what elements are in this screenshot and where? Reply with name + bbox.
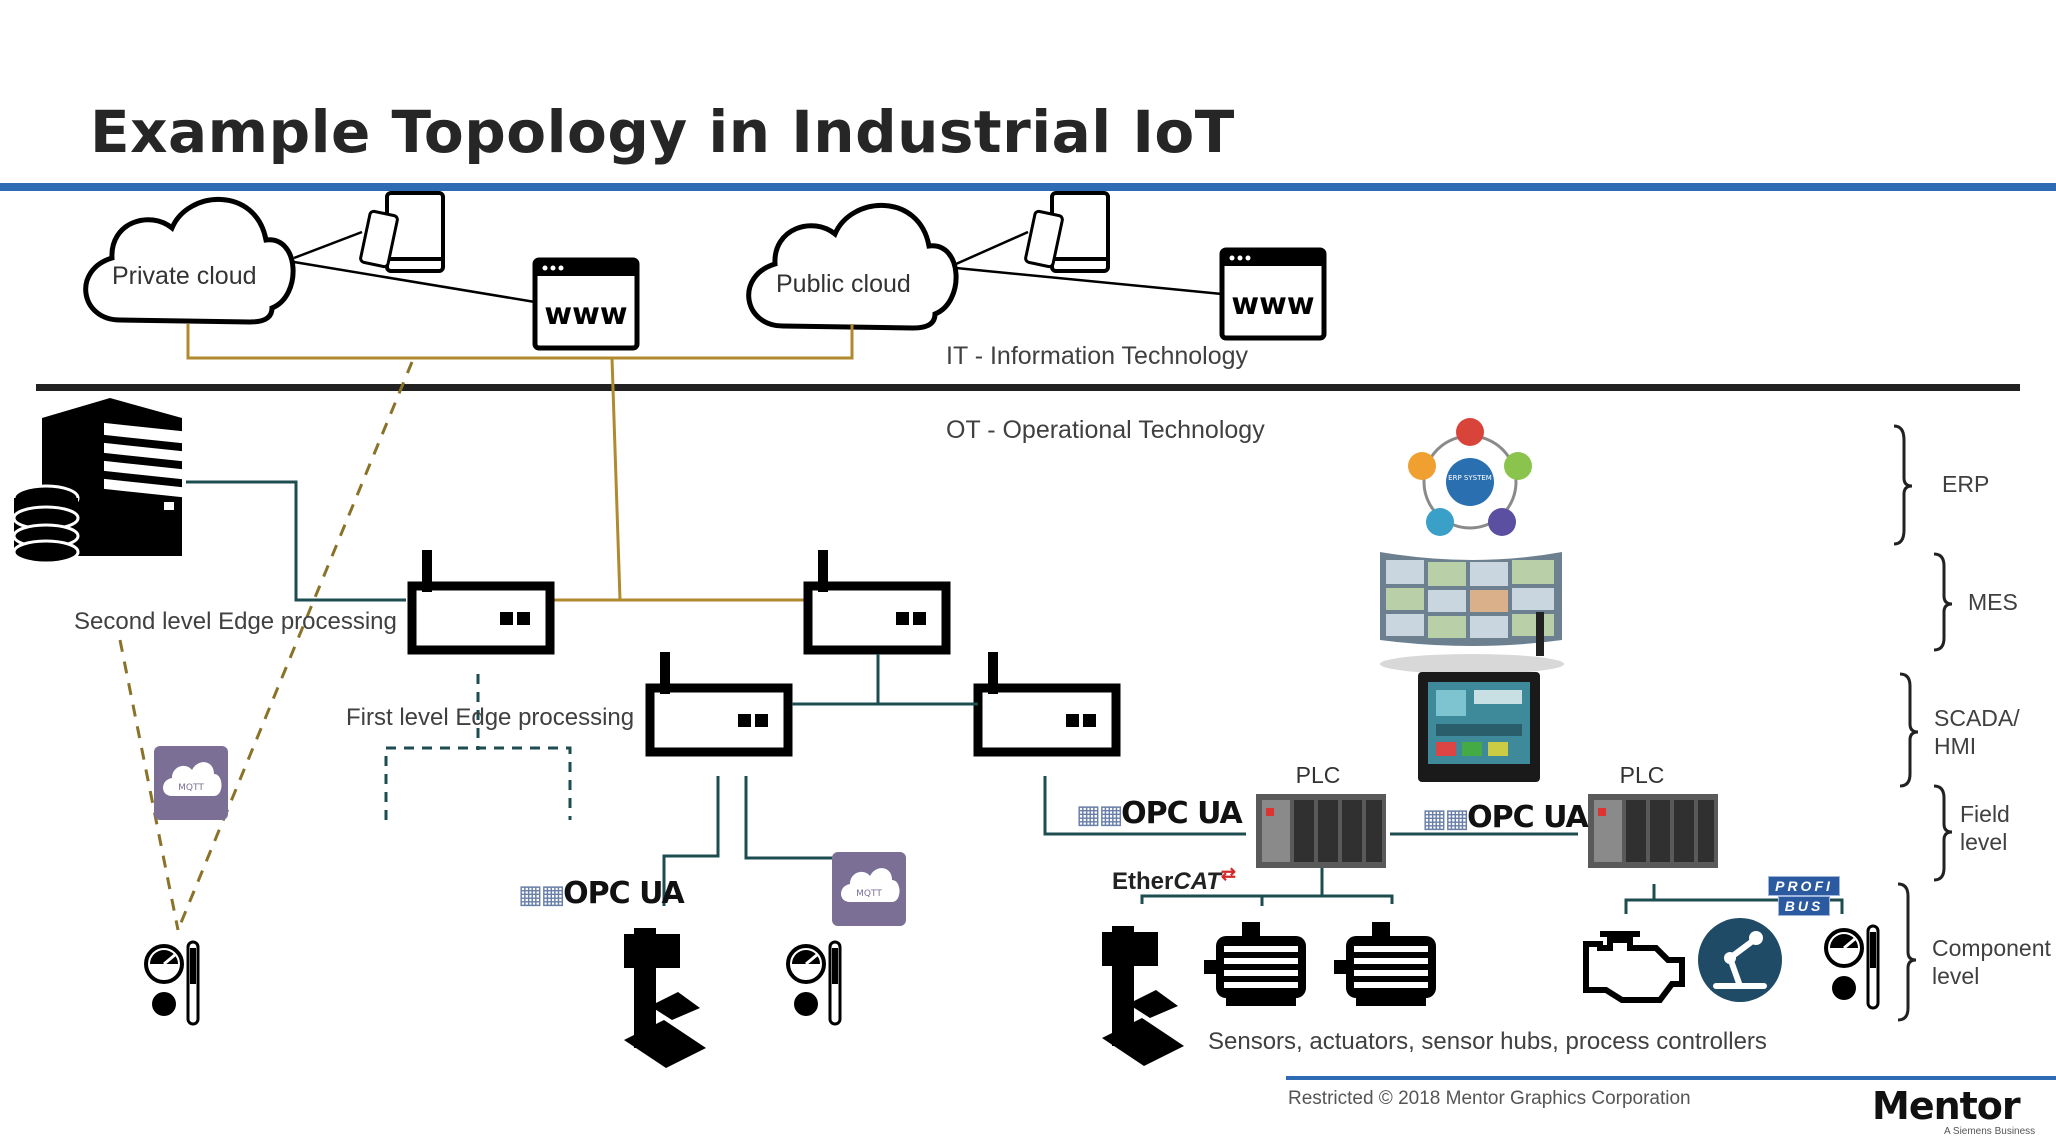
motor-icon	[1204, 922, 1306, 1006]
opcua-link	[662, 776, 720, 906]
level-label-erp: ERP	[1942, 471, 1990, 497]
level-label-component-line1: Component	[1932, 935, 2051, 961]
erp-wheel-center: ERP SYSTEM	[1448, 474, 1492, 482]
cloud-mobile-link	[293, 230, 363, 260]
mobile-devices-icon	[1022, 191, 1110, 273]
opcua-text: OPC UA	[563, 876, 685, 911]
opcua-text: OPC UA	[1121, 796, 1243, 831]
level-label-mes: MES	[1968, 589, 2018, 615]
level-label-field: Field level	[1960, 800, 2010, 856]
footer-copyright: Restricted © 2018 Mentor Graphics Corpor…	[1288, 1088, 1691, 1109]
www-text: www	[544, 297, 627, 332]
it-ot-divider	[36, 384, 2020, 391]
mobile-devices-icon	[357, 191, 445, 273]
profibus-bus	[1624, 898, 1844, 914]
mqtt-cloud-icon: MQTT	[832, 852, 906, 926]
mqtt-label: MQTT	[856, 889, 882, 899]
opcua-logo: ▦▦OPC UA	[1422, 800, 1589, 835]
level-label-scada-line2: HMI	[1934, 733, 1977, 759]
level-label-component-line2: level	[1932, 963, 1980, 989]
first-level-edge-label: First level Edge processing	[346, 704, 635, 731]
footer-rule	[1286, 1076, 2056, 1080]
ethercat-prefix: Ether	[1112, 868, 1174, 895]
server-edge-link	[186, 480, 406, 602]
edge-gateway-icon	[808, 550, 946, 650]
level-bracket-mes	[1933, 552, 1953, 652]
www-text: www	[1231, 287, 1314, 322]
motor-icon	[1334, 922, 1436, 1006]
opcua-text: OPC UA	[1467, 800, 1589, 835]
cloud-mobile-link	[955, 230, 1029, 266]
edge-gateway-icon	[650, 652, 788, 752]
mqtt-dashed-link	[176, 361, 414, 931]
gauge-sensor-icon	[144, 940, 200, 1026]
drill-press-icon	[1102, 926, 1184, 1066]
cloud-backbone	[186, 324, 854, 360]
cloud-web-link	[293, 260, 536, 304]
level-label-scada-line1: SCADA/	[1934, 705, 2020, 731]
level-label-field-line1: Field	[1960, 801, 2010, 827]
slide-title: Example Topology in Industrial IoT	[90, 98, 1235, 166]
drill-press-icon	[624, 928, 706, 1068]
plc-icon	[1256, 794, 1386, 868]
second-level-edge-label: Second level Edge processing	[74, 608, 397, 635]
mentor-logo-subtitle: A Siemens Business	[1944, 1126, 2036, 1137]
level-label-component: Component level	[1932, 934, 2051, 990]
mqtt-link	[744, 776, 836, 904]
gauge-sensor-icon	[786, 940, 842, 1026]
private-cloud-icon	[83, 196, 296, 325]
opcua-logo: ▦▦OPC UA	[518, 876, 685, 911]
gauge-sensor-icon	[1824, 924, 1880, 1010]
cloud-web-link	[955, 266, 1223, 296]
plc-label: PLC	[1620, 762, 1665, 788]
engine-icon	[1583, 931, 1685, 1003]
mes-control-room-image	[1380, 552, 1564, 674]
database-icon	[12, 484, 80, 565]
private-cloud-label: Private cloud	[112, 262, 257, 290]
ethercat-bus	[1140, 894, 1394, 904]
ethercat-logo: EtherCAT⇄	[1112, 864, 1236, 896]
ethercat-suffix: CAT	[1173, 868, 1221, 895]
components-caption: Sensors, actuators, sensor hubs, process…	[1208, 1028, 1767, 1055]
ethercat-arrow-icon: ⇄	[1220, 864, 1236, 884]
hmi-panel-image	[1418, 672, 1540, 782]
edge-gateway-icon	[978, 652, 1116, 752]
mentor-logo: Mentor	[1872, 1084, 2021, 1128]
plc-icon	[1588, 794, 1718, 868]
profibus-logo: PROFI BUS	[1748, 876, 1860, 916]
field-link	[1043, 776, 1246, 836]
mqtt-label: MQTT	[178, 783, 204, 793]
profibus-bottom: BUS	[1777, 896, 1831, 916]
cloud-edge-link	[610, 357, 805, 602]
first-level-dashed-bracket	[384, 746, 572, 820]
level-bracket-erp	[1893, 424, 1913, 546]
mqtt-dashed-link	[118, 639, 180, 931]
level-bracket-component	[1897, 882, 1917, 1022]
level-label-field-line2: level	[1960, 829, 2008, 855]
robot-arm-icon	[1698, 918, 1782, 1002]
title-rule	[0, 183, 2056, 191]
level-bracket-field	[1933, 784, 1953, 882]
ot-zone-label: OT - Operational Technology	[946, 416, 1265, 444]
edge-gateway-icon	[412, 550, 550, 650]
public-cloud-icon	[746, 202, 959, 331]
opcua-logo: ▦▦OPC UA	[1076, 796, 1243, 831]
mqtt-cloud-icon: MQTT	[154, 746, 228, 820]
erp-system-wheel: ERP SYSTEM	[1408, 418, 1532, 536]
public-cloud-label: Public cloud	[776, 270, 911, 298]
it-zone-label: IT - Information Technology	[946, 342, 1249, 370]
plc-label: PLC	[1296, 762, 1341, 788]
level-bracket-scada	[1899, 672, 1919, 788]
profibus-top: PROFI	[1768, 876, 1840, 896]
level-label-scada: SCADA/ HMI	[1934, 704, 2020, 760]
